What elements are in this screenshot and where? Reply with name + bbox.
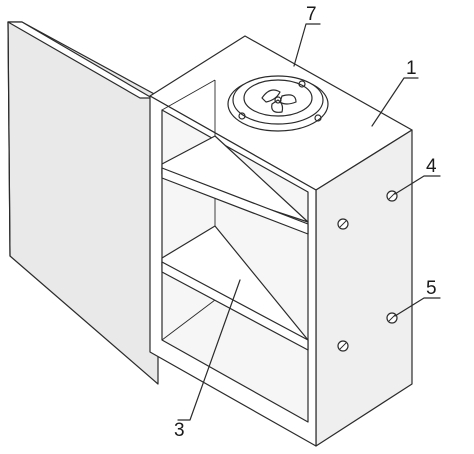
fan-screw-icon — [238, 112, 246, 120]
fan — [227, 75, 329, 132]
leader-lines — [177, 23, 441, 421]
door — [7, 21, 159, 385]
callout-cabinet: 1 — [406, 58, 417, 79]
screw-upper-right — [386, 190, 398, 202]
callout-fan: 7 — [306, 4, 317, 25]
fan-screw-icon — [298, 80, 306, 88]
fan-screw-icon — [314, 114, 322, 122]
screw-lower-left — [337, 340, 349, 352]
screw-lower-right — [386, 312, 398, 324]
callout-screw-upper: 4 — [426, 156, 437, 177]
screw-upper-left — [337, 218, 349, 230]
shelf — [161, 225, 309, 351]
shelf-upper — [161, 135, 309, 235]
callout-screw-lower: 5 — [426, 278, 437, 299]
callout-shelf: 3 — [174, 420, 185, 441]
